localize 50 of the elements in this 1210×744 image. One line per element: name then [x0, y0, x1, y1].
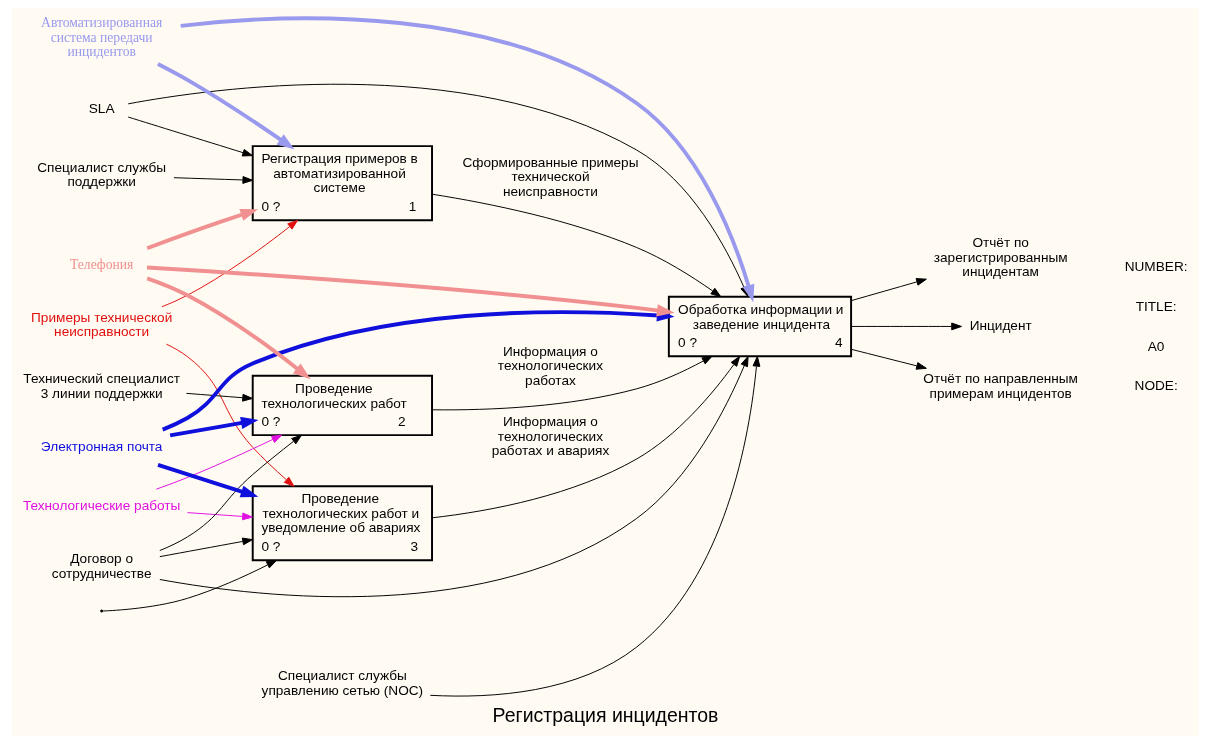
node-text: Технологические работы	[22, 498, 180, 514]
arrow	[156, 463, 258, 498]
node-text: Технический специалист 3 линии поддержки	[22, 371, 180, 401]
arrow	[158, 537, 253, 558]
node-text: Отчёт по направленным примерам инцидентов	[922, 371, 1078, 401]
node-text: Автоматизированная система передачи инцидентов	[40, 14, 162, 60]
arrow	[185, 392, 253, 402]
node-box: Проведение технологических работ и уведомление об авариях 0 ? 3	[251, 485, 433, 562]
arrow	[158, 355, 749, 598]
arrow	[850, 278, 927, 302]
arrow	[431, 355, 713, 411]
arrow	[160, 219, 298, 308]
node-box: Обработка информации и заведение инцидента 0 ? 4	[667, 295, 852, 358]
edge-label: Информация о технологических работах и авариях	[491, 414, 609, 459]
arrow	[186, 512, 253, 521]
arrow	[158, 434, 302, 551]
arrow	[429, 355, 760, 697]
arrow	[156, 62, 295, 150]
arrow	[180, 16, 754, 303]
node-text: Специалист службы поддержки	[36, 159, 166, 190]
arrow	[101, 559, 277, 612]
node-box: Проведение технологических работ 0 ? 2	[251, 374, 433, 437]
edge-label: Сформированные примеры технической неисправности	[461, 154, 638, 200]
arrow	[850, 348, 927, 370]
label: TITLE:	[1135, 298, 1177, 314]
label: NODE:	[1134, 378, 1178, 394]
node-text: Инцидент	[969, 318, 1032, 334]
node-box: Регистрация примеров в автоматизированной системе 0 ? 1	[251, 145, 433, 222]
node-text: SLA	[88, 100, 115, 116]
node-text: Электронная почта	[40, 438, 162, 454]
arrow	[165, 343, 294, 487]
node-text: Примеры технической неисправности	[30, 309, 172, 340]
arrow	[169, 416, 258, 438]
arrow	[431, 193, 721, 298]
arrow	[146, 265, 674, 317]
arrow	[172, 176, 253, 184]
node-text: Отчёт по зарегистрированным инцидентам	[933, 235, 1068, 280]
node-text: Договор о сотрудничестве	[51, 551, 152, 582]
diagram-title: Регистрация инцидентов	[492, 704, 718, 727]
arrow	[146, 209, 258, 251]
label: NUMBER:	[1124, 258, 1188, 274]
arrow	[155, 434, 282, 490]
node-text: Телефония	[69, 256, 133, 272]
arrow	[850, 322, 962, 331]
label: A0	[1147, 338, 1164, 354]
edge-label: Информация о технологических работах	[497, 343, 603, 389]
arrow	[127, 116, 253, 157]
node-text: Специалист службы управлению сетью (NOC)	[261, 668, 423, 699]
arrow	[146, 276, 311, 380]
arrow	[431, 355, 740, 519]
